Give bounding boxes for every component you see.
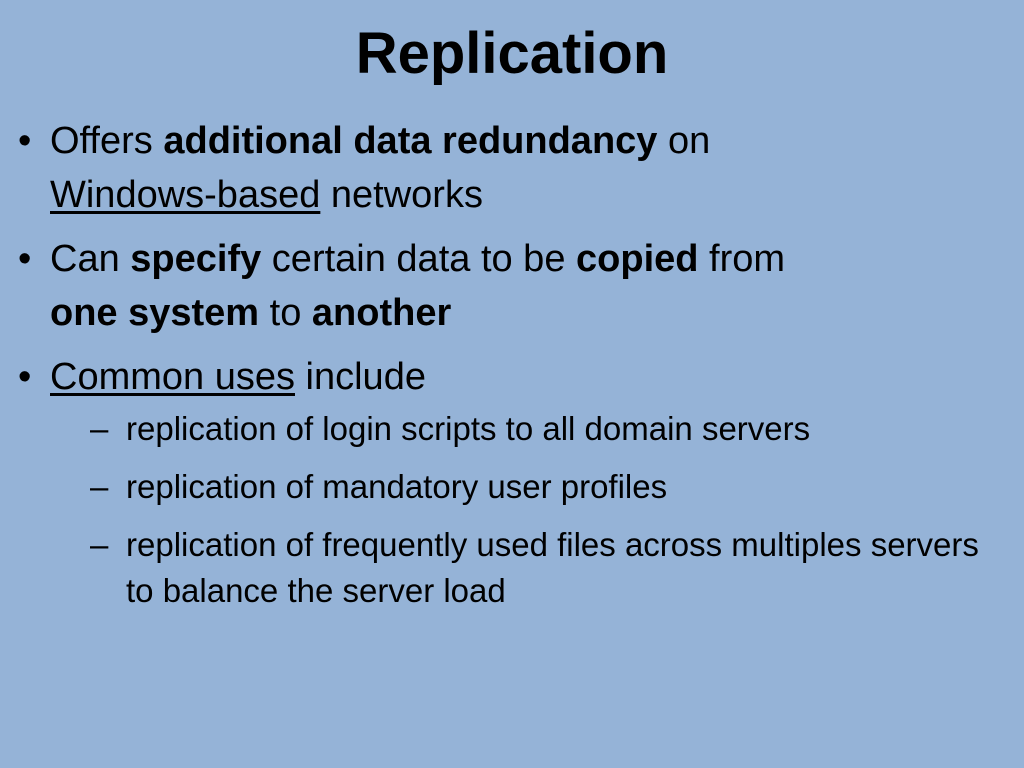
bullet-2-text-1: Can xyxy=(50,238,131,280)
bullet-1-bold-1: additional data redundancy xyxy=(163,120,658,162)
bullet-item-2: • Can specify certain data to be copied … xyxy=(18,232,1008,340)
bullet-item-3: • Common uses include – replication of l… xyxy=(18,350,1008,614)
dash-glyph: – xyxy=(90,468,109,505)
bullet-2-bold-4: another xyxy=(311,292,452,334)
bullet-glyph: • xyxy=(18,238,32,280)
bullet-glyph: • xyxy=(18,356,32,398)
sub-bullet-1-text: replication of login scripts to all doma… xyxy=(126,410,811,447)
bullet-2-bold-2: copied xyxy=(576,238,699,280)
sub-bullet-list: – replication of login scripts to all do… xyxy=(50,406,1008,614)
bullet-1-underlined: Windows-based xyxy=(50,174,321,216)
bullet-2-bold-1: specify xyxy=(130,238,262,280)
sub-bullet-item-1: – replication of login scripts to all do… xyxy=(82,406,1008,452)
bullet-2-bold-3: one system xyxy=(50,292,260,334)
bullet-glyph: • xyxy=(18,120,32,162)
bullet-2-text-4: to xyxy=(259,292,312,334)
dash-glyph: – xyxy=(90,410,109,447)
bullet-1-text-2: on xyxy=(657,120,711,162)
bullet-2-text-2: certain data to be xyxy=(261,238,577,280)
sub-bullet-item-2: – replication of mandatory user profiles xyxy=(82,464,1008,510)
bullet-1-text-1: Offers xyxy=(50,120,164,162)
bullet-3-underlined: Common uses xyxy=(50,356,295,398)
bullet-1-text-3: networks xyxy=(320,174,483,216)
sub-bullet-item-3: – replication of frequently used files a… xyxy=(82,522,1008,614)
bullet-item-1: • Offers additional data redundancy on W… xyxy=(18,114,1008,222)
sub-bullet-3-text: replication of frequently used files acr… xyxy=(126,526,979,609)
sub-bullet-2-text: replication of mandatory user profiles xyxy=(126,468,668,505)
slide-title: Replication xyxy=(355,21,669,86)
bullet-list: • Offers additional data redundancy on W… xyxy=(18,114,1008,626)
bullet-2-text-3: from xyxy=(698,238,786,280)
bullet-3-text-1: include xyxy=(294,356,426,398)
dash-glyph: – xyxy=(90,526,109,563)
